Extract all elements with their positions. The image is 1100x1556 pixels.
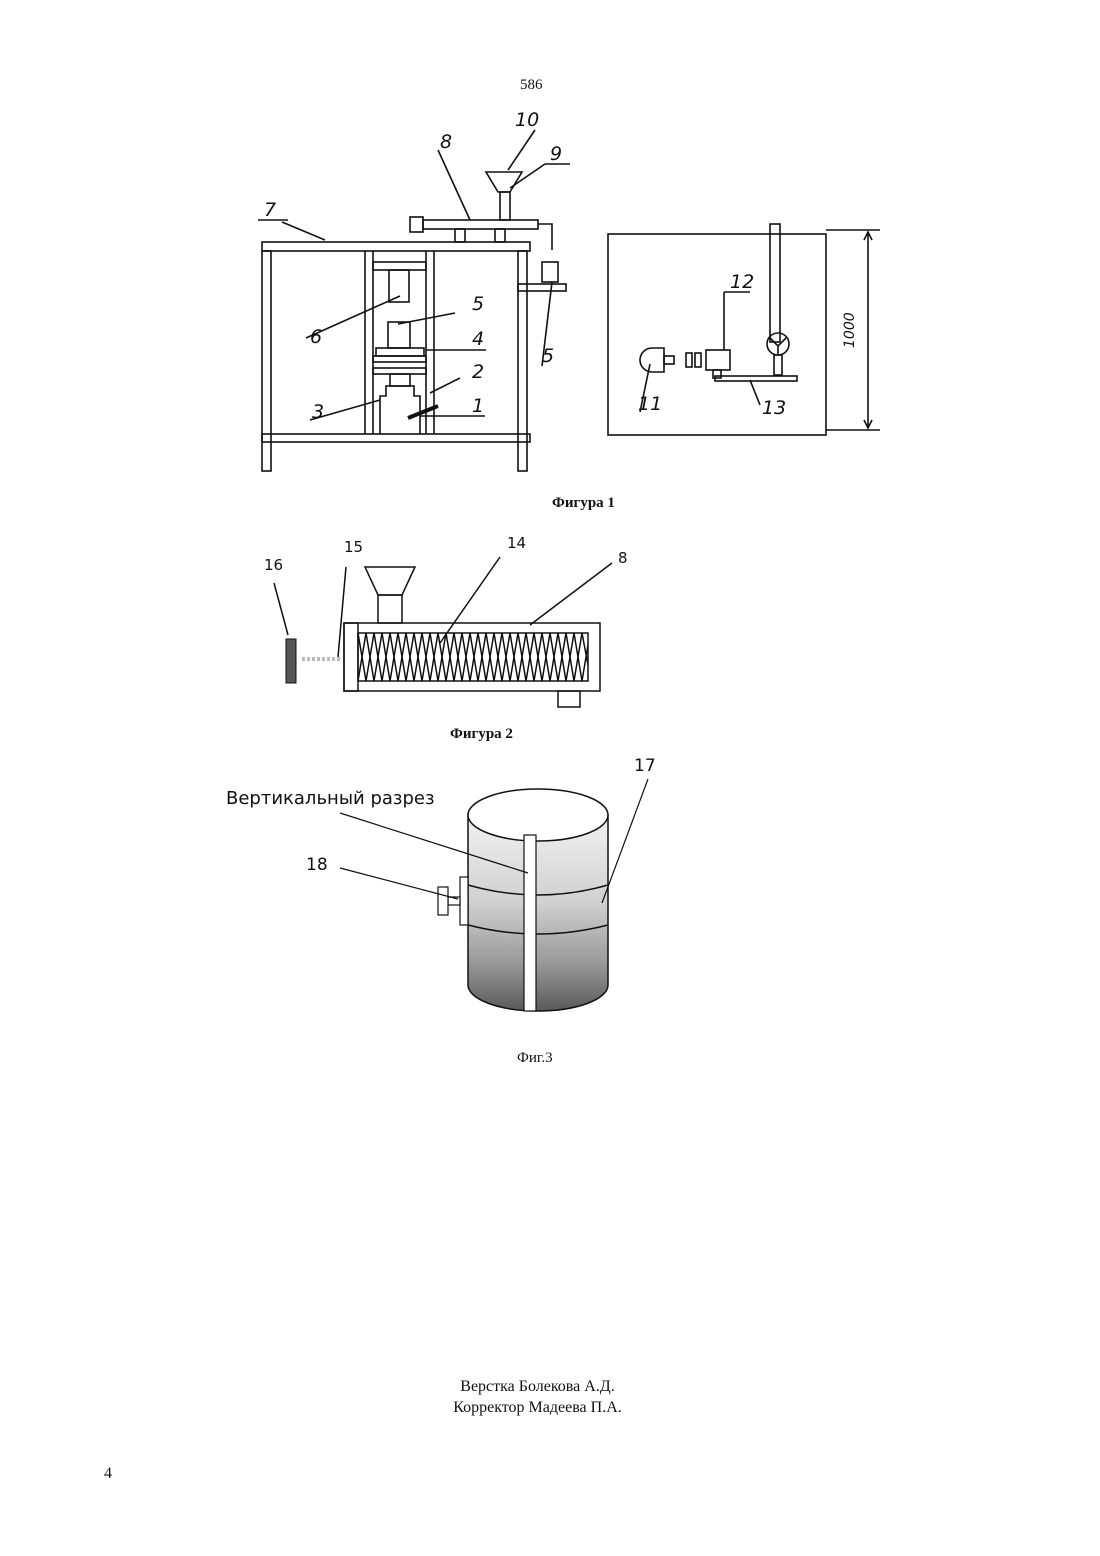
figure-3-caption: Фиг.3 [517, 1050, 553, 1067]
fig2-label-15: 15 [344, 538, 363, 556]
credits-corrector: Корректор Мадеева П.А. [0, 1397, 1075, 1418]
fig1-label-2: 2 [472, 361, 484, 383]
credits-block: Верстка Болекова А.Д. Корректор Мадеева … [0, 1376, 1075, 1418]
page-number-top: 586 [520, 77, 543, 94]
fig1-label-8: 8 [440, 131, 452, 153]
fig1-dimension: 1000 [842, 312, 858, 348]
credits-layout: Верстка Болекова А.Д. [0, 1376, 1075, 1397]
fig1-label-6: 6 [310, 326, 322, 348]
fig1-label-5: 5 [472, 293, 484, 315]
page-number-bottom: 4 [104, 1465, 112, 1483]
fig1-label-1: 1 [472, 395, 484, 417]
fig1-label-7: 7 [264, 199, 276, 221]
figure-3-drawing: Вертикальный разрез 17 18 [210, 755, 680, 1035]
fig1-label-13: 13 [762, 397, 786, 419]
fig1-label-4: 4 [472, 328, 484, 350]
fig2-label-14: 14 [507, 535, 526, 552]
fig2-label-8: 8 [618, 549, 628, 567]
fig1-label-12: 12 [730, 271, 754, 293]
figure-1-caption: Фигура 1 [552, 495, 615, 512]
figure-1-drawing: 10 8 9 7 6 5 4 2 3 1 5 12 11 13 1000 [240, 100, 890, 480]
fig1-label-10: 10 [515, 109, 539, 131]
figure-2-drawing: 16 15 14 8 [260, 535, 640, 715]
fig3-label-18: 18 [306, 855, 328, 875]
fig3-section-label: Вертикальный разрез [226, 788, 435, 809]
fig3-label-17: 17 [634, 756, 656, 776]
fig1-label-9: 9 [550, 143, 562, 165]
figure-2-caption: Фигура 2 [450, 726, 513, 743]
fig1-label-11: 11 [638, 393, 662, 415]
fig1-label-3: 3 [312, 401, 324, 423]
fig2-label-16: 16 [264, 556, 283, 574]
fig1-label-5b: 5 [542, 345, 554, 367]
